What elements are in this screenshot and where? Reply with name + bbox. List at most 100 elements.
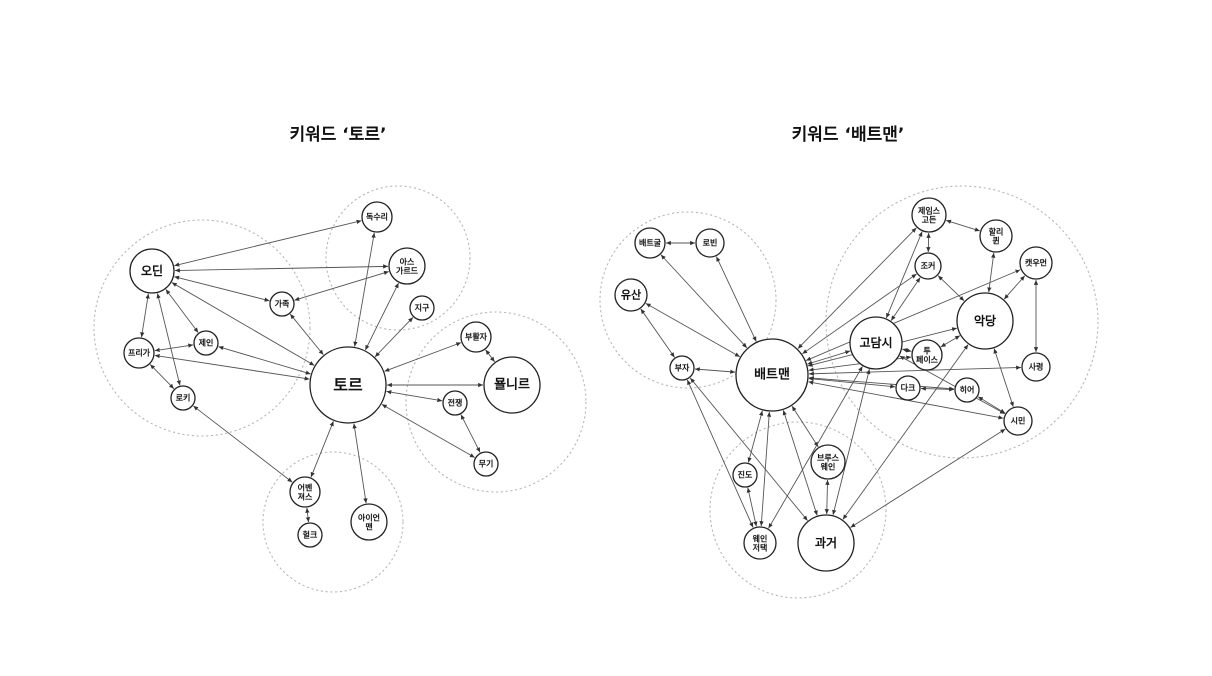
node-label: 유산 — [621, 288, 641, 302]
node-jigu[interactable]: 지구 — [409, 295, 435, 321]
edge-avengers-loki — [193, 405, 293, 483]
node-label: 히어 — [960, 385, 975, 395]
edge-odin-gajok — [174, 275, 270, 302]
node-dark[interactable]: 다크 — [895, 375, 921, 401]
edge-batman-yusan — [645, 302, 741, 358]
edge-thor-ironman — [352, 423, 368, 504]
edge-hero-simin — [977, 396, 1006, 414]
edge-catwoman-akdang — [1003, 275, 1026, 300]
edge-batman-saryeong — [808, 365, 1022, 376]
edge-bruce-gwageo — [824, 479, 830, 515]
edge-akdang-simin — [993, 348, 1014, 407]
node-label: 프리가 — [128, 348, 151, 358]
cluster-robin — [599, 211, 777, 389]
node-thor[interactable]: 토르 — [309, 346, 387, 424]
node-odin[interactable]: 오딘 — [129, 248, 175, 294]
node-batcave[interactable]: 배트굴 — [634, 227, 666, 259]
node-gwageo[interactable]: 과거 — [797, 514, 855, 572]
node-gajok[interactable]: 가족 — [269, 291, 295, 317]
node-mugi[interactable]: 무기 — [473, 451, 499, 477]
edge-frigga-loki — [149, 364, 175, 390]
edge-yusan-buja — [640, 308, 675, 358]
edge-gotham-joker — [890, 277, 921, 321]
node-label: 과거 — [815, 535, 837, 550]
node-batman[interactable]: 배트맨 — [735, 338, 809, 412]
edge-gotham-gwageo — [832, 369, 871, 515]
edge-thor-jeonjaeng — [386, 390, 443, 403]
edge-frigga-jein — [154, 343, 194, 353]
cluster-mjolnir — [405, 311, 587, 493]
node-label: 헐크 — [303, 530, 318, 540]
thor-graph-title: 키워드 ‘토르’ — [289, 125, 386, 145]
node-buja[interactable]: 부자 — [669, 355, 695, 381]
node-akdang[interactable]: 악당 — [956, 292, 1014, 350]
node-label: 독수리 — [366, 212, 388, 222]
edge-thor-gajok — [289, 313, 324, 356]
edge-thor-doksuri — [353, 232, 376, 347]
edge-mugi-jeonjaeng — [460, 414, 481, 453]
node-hulk[interactable]: 헐크 — [297, 522, 323, 548]
node-label: 사령 — [1029, 362, 1044, 372]
node-gotham[interactable]: 고담시 — [849, 316, 903, 370]
node-yusan[interactable]: 유산 — [614, 278, 648, 312]
edge-odin-loki — [156, 293, 181, 386]
node-frigga[interactable]: 프리가 — [123, 337, 155, 369]
edge-gotham-gordon — [885, 231, 923, 319]
node-saryeong[interactable]: 사령 — [1021, 352, 1051, 382]
edge-mugi-thor — [381, 403, 475, 458]
node-jindo[interactable]: 진도 — [732, 462, 758, 488]
node-mjolnir[interactable]: 묠니르 — [483, 356, 541, 414]
edge-frigga-thor — [154, 354, 310, 381]
node-buhwal[interactable]: 부활자 — [460, 321, 492, 353]
node-doksuri[interactable]: 독수리 — [361, 201, 393, 233]
cluster-villain — [825, 185, 1099, 459]
edge-batman-jindo — [747, 410, 764, 463]
edge-simin-gwageo — [850, 428, 1006, 528]
node-label: 다크 — [901, 383, 916, 393]
edge-buja-wayne — [686, 379, 754, 528]
cluster-avengers — [262, 451, 404, 593]
thor-edges — [140, 219, 495, 523]
node-robin[interactable]: 로빈 — [695, 228, 725, 258]
node-label: 토르 — [333, 376, 363, 395]
edge-odin-doksuri — [174, 219, 362, 267]
node-jein[interactable]: 제인 — [193, 330, 219, 356]
node-jeonjaeng[interactable]: 전쟁 — [442, 390, 468, 416]
node-label: 묠니르 — [494, 378, 530, 393]
node-loki[interactable]: 로키 — [170, 385, 196, 411]
edge-akdang-twoface — [940, 335, 961, 348]
node-label: 악당 — [974, 313, 996, 328]
node-joker[interactable]: 조커 — [914, 252, 942, 280]
edge-twoface-gotham — [902, 348, 912, 353]
node-label: 무기 — [479, 459, 494, 469]
node-label: 오딘 — [141, 263, 163, 278]
edge-thor-avengers — [310, 421, 334, 478]
node-label: 배트맨 — [754, 367, 790, 383]
node-label: 지구 — [415, 303, 430, 313]
node-hero[interactable]: 히어 — [954, 377, 980, 403]
node-label: 로키 — [176, 393, 191, 403]
edge-batman-dark — [808, 376, 896, 389]
node-catwoman[interactable]: 캣우먼 — [1019, 246, 1053, 280]
node-label: 부활자 — [465, 332, 488, 342]
node-label: 고담시 — [859, 335, 892, 350]
edge-gajok-asgard — [294, 270, 389, 301]
node-simin[interactable]: 시민 — [1003, 406, 1033, 436]
node-label: 가족 — [275, 299, 290, 309]
node-label: 시민 — [1011, 416, 1026, 426]
edge-batman-hero — [808, 376, 955, 391]
node-label: 캣우먼 — [1025, 258, 1047, 268]
